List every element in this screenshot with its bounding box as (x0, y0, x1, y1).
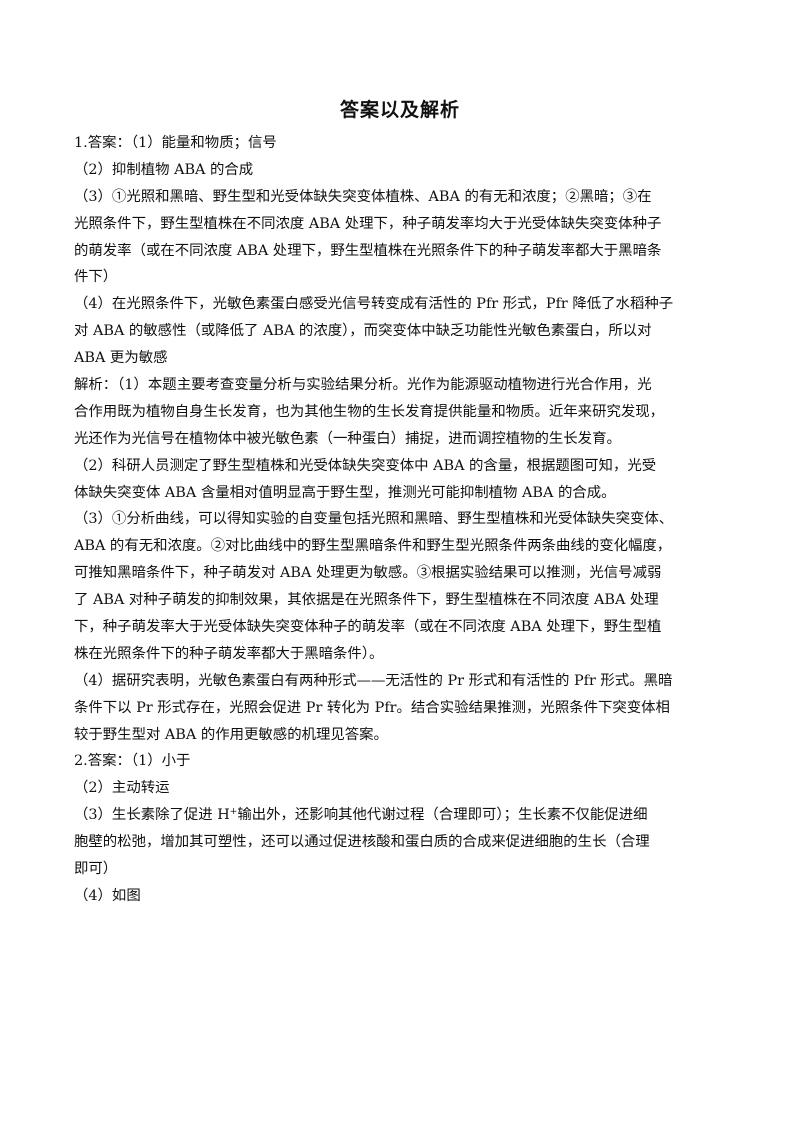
q1-analysis-line: ABA 的有无和浓度。②对比曲线中的野生型黑暗条件和野生型光照条件两条曲线的变化… (74, 538, 672, 555)
q1-answer-part4-line: ABA 更为敏感 (74, 350, 168, 367)
q1-answer-part4-line: 对 ABA 的敏感性（或降低了 ABA 的浓度），而突变体中缺乏功能性光敏色素蛋… (74, 323, 652, 340)
q1-analysis-line: （4）据研究表明，光敏色素蛋白有两种形式——无活性的 Pr 形式和有活性的 Pf… (74, 672, 673, 689)
q1-analysis-line: 光还作为光信号在植物体中被光敏色素（一种蛋白）捕捉，进而调控植物的生长发育。 (74, 430, 621, 447)
q1-answer-part3-line: （3）①光照和黑暗、野生型和光受体缺失突变体植株、ABA 的有无和浓度；②黑暗；… (74, 188, 652, 205)
q2-answer-part2: （2）主动转运 (74, 780, 170, 797)
q1-answer: 1.答案：（1）能量和物质；信号 （2）抑制植物 ABA 的合成 （3）①光照和… (74, 130, 732, 372)
q1-analysis-line: 条件下以 Pr 形式存在，光照会促进 Pr 转化为 Pfr。结合实验结果推测，光… (74, 699, 670, 716)
q1-analysis-line: （2）科研人员测定了野生型植株和光受体缺失突变体中 ABA 的含量，根据题图可知… (74, 457, 657, 474)
q2-part3-text-pre: （3）生长素除了促进 H (74, 807, 230, 824)
q1-answer-part3-line: 光照条件下，野生型植株在不同浓度 ABA 处理下，种子萌发率均大于光受体缺失突变… (74, 215, 662, 232)
q1-analysis: 解析：（1）本题主要考查变量分析与实验结果分析。光作为能源驱动植物进行光合作用，… (74, 372, 732, 748)
q1-answer-line: 1.答案：（1）能量和物质；信号 (74, 135, 277, 151)
q2-answer-part4: （4）如图 (74, 887, 141, 904)
q2-answer-line: 2.答案：（1）小于 (74, 753, 191, 770)
q1-answer-part4-line: （4）在光照条件下，光敏色素蛋白感受光信号转变成有活性的 Pfr 形式，Pfr … (74, 296, 674, 313)
q2-answer-part3-line: （3）生长素除了促进 H+输出外，还影响其他代谢过程（合理即可）；生长素不仅能促… (74, 802, 732, 829)
q1-analysis-line: 了 ABA 对种子萌发的抑制效果，其依据是在光照条件下，野生型植株在不同浓度 A… (74, 592, 659, 609)
q1-analysis-line: （3）①分析曲线，可以得知实验的自变量包括光照和黑暗、野生型植株和光受体缺失突变… (74, 511, 674, 528)
q1-analysis-line: 解析：（1）本题主要考查变量分析与实验结果分析。光作为能源驱动植物进行光合作用，… (74, 377, 652, 394)
page-title: 答案以及解析 (339, 99, 460, 121)
q2-answer-part3-line: 胞壁的松弛，增加其可塑性，还可以通过促进核酸和蛋白质的合成来促进细胞的生长（合理 (74, 834, 650, 851)
document-body: 1.答案：（1）能量和物质；信号 （2）抑制植物 ABA 的合成 （3）①光照和… (74, 130, 732, 910)
q2-answer-part3-line: 即可） (74, 861, 118, 878)
q1-analysis-line: 可推知黑暗条件下，种子萌发对 ABA 处理更为敏感。③根据实验结果可以推测，光信… (74, 565, 662, 582)
q1-analysis-line: 株在光照条件下的种子萌发率都大于黑暗条件）。 (74, 645, 384, 662)
q1-answer-part2: （2）抑制植物 ABA 的合成 (74, 161, 254, 178)
q2-answer: 2.答案：（1）小于 （2）主动转运 （3）生长素除了促进 H+输出外，还影响其… (74, 748, 732, 909)
q1-analysis-line: 体缺失突变体 ABA 含量相对值明显高于野生型，推测光可能抑制植物 ABA 的合… (74, 484, 616, 501)
q1-analysis-line: 下，种子萌发率大于光受体缺失突变体种子的萌发率（或在不同浓度 ABA 处理下，野… (74, 619, 662, 636)
q1-analysis-line: 合作用既为植物自身生长发育，也为其他生物的生长发育提供能量和物质。近年来研究发现… (74, 403, 665, 420)
q1-answer-part3-line: 件下） (74, 269, 118, 286)
q2-part3-superscript: + (229, 807, 238, 818)
q1-analysis-line: 较于野生型对 ABA 的作用更敏感的机理见答案。 (74, 726, 388, 743)
q1-answer-part3-line: 的萌发率（或在不同浓度 ABA 处理下，野生型植株在光照条件下的种子萌发率都大于… (74, 242, 662, 259)
q2-part3-text-post: 输出外，还影响其他代谢过程（合理即可）；生长素不仅能促进细 (237, 807, 648, 824)
